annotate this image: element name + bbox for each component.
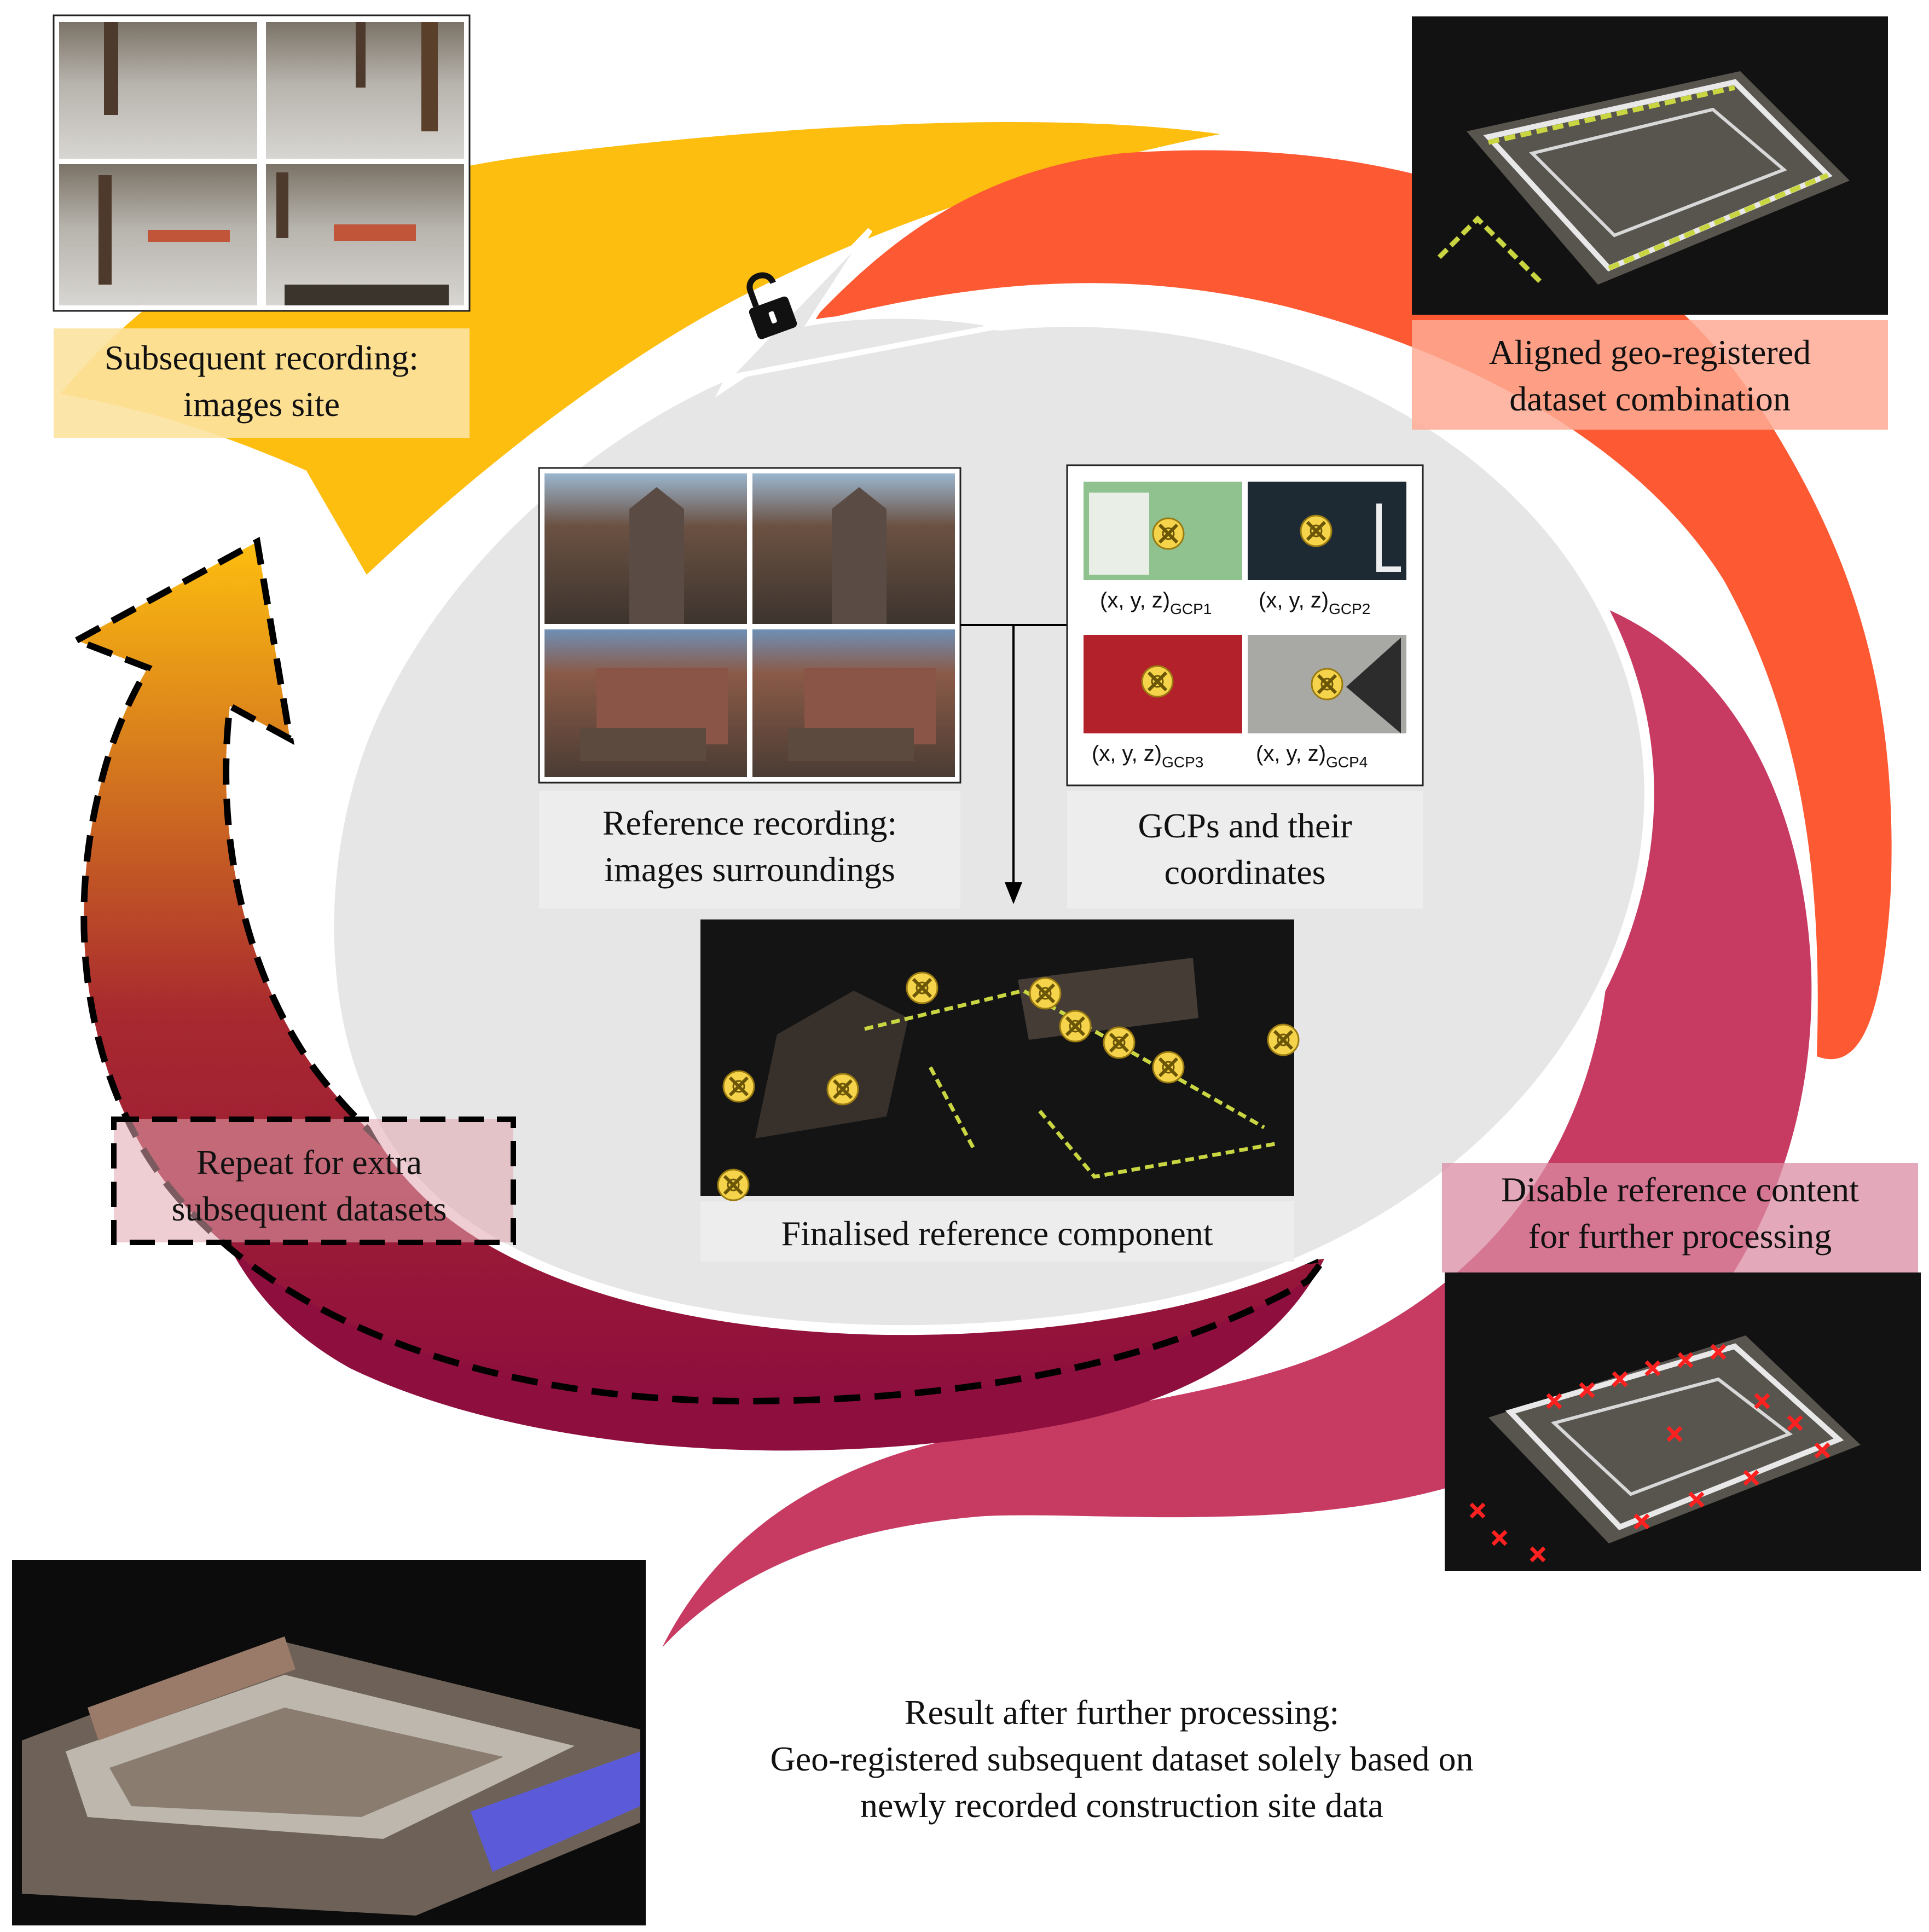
gcp4-target-icon xyxy=(1312,669,1342,699)
finalised-target-icon xyxy=(827,1074,858,1104)
finalised-target-icon xyxy=(1153,1052,1184,1083)
reference-label-line2: images surroundings xyxy=(604,850,895,889)
finalised-target-icon xyxy=(1060,1011,1091,1042)
gcp3-coord: (x, y, z)GCP3 xyxy=(1092,742,1203,771)
finalised-pointcloud-image xyxy=(700,919,1299,1200)
result-label-line1: Result after further processing: xyxy=(905,1693,1339,1732)
gcp-panel: (x, y, z)GCP1 (x, y, z)GCP2 (x, y, z)GCP… xyxy=(1066,464,1424,786)
ellipse-notch xyxy=(720,228,1002,382)
reference-label-line1: Reference recording: xyxy=(603,803,897,842)
merge-connector xyxy=(960,624,1067,904)
disable-label-line1: Disable reference content xyxy=(1501,1170,1859,1209)
repeat-label-line2: subsequent datasets xyxy=(172,1189,447,1228)
result-label-line3: newly recorded construction site data xyxy=(860,1786,1383,1825)
disable-label-box xyxy=(1442,1163,1918,1272)
subsequent-images-panel xyxy=(53,14,471,312)
finalised-target-icon xyxy=(1268,1025,1299,1055)
disabled-pointcloud-image xyxy=(1445,1272,1921,1571)
gcp-label-box xyxy=(1067,791,1423,909)
subsequent-label-line1: Subsequent recording: xyxy=(105,338,419,377)
result-model-image xyxy=(12,1560,646,1925)
finalised-label-box xyxy=(700,1201,1294,1262)
result-label-line2: Geo-registered subsequent dataset solely… xyxy=(771,1739,1474,1778)
aligned-label-box xyxy=(1412,320,1888,430)
repeat-label-box xyxy=(111,1117,516,1245)
gcp-label-line1: GCPs and their xyxy=(1138,806,1352,845)
gcp-label-line2: coordinates xyxy=(1165,853,1326,892)
aligned-label-line2: dataset combination xyxy=(1509,379,1791,418)
finalised-target-icon xyxy=(1030,978,1061,1009)
finalised-target-icon xyxy=(723,1071,754,1102)
unlocked-padlock-icon xyxy=(746,272,797,339)
gcp3-target-icon xyxy=(1142,666,1173,697)
gcp4-coord: (x, y, z)GCP4 xyxy=(1256,742,1368,771)
finalised-target-icon xyxy=(718,1170,749,1200)
finalised-label: Finalised reference component xyxy=(781,1214,1213,1253)
disable-label-line2: for further processing xyxy=(1528,1217,1832,1256)
gcp1-coord: (x, y, z)GCP1 xyxy=(1100,588,1212,617)
subsequent-label-box xyxy=(54,328,470,438)
subsequent-label-line2: images site xyxy=(183,385,340,424)
aligned-pointcloud-image xyxy=(1412,16,1888,315)
gcp2-target-icon xyxy=(1301,516,1331,546)
arrow-down-icon xyxy=(1005,882,1022,904)
finalised-target-icon xyxy=(907,973,937,1003)
repeat-label-line1: Repeat for extra xyxy=(196,1143,422,1182)
reference-label-box xyxy=(539,791,960,909)
aligned-label-line1: Aligned geo-registered xyxy=(1489,333,1811,372)
reference-images-panel xyxy=(538,467,961,784)
finalised-target-icon xyxy=(1104,1027,1134,1058)
gcp2-coord: (x, y, z)GCP2 xyxy=(1259,588,1370,617)
gcp1-target-icon xyxy=(1153,518,1184,549)
